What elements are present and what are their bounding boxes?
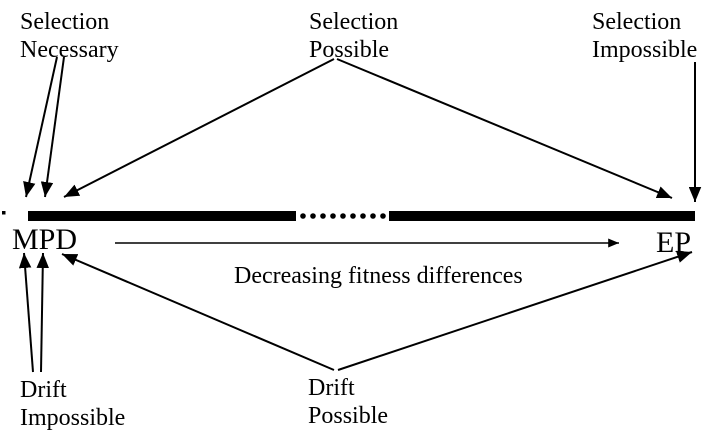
drift-impossible-label-line1: Drift	[20, 377, 67, 403]
arrow-drift-impossible-to-mpd-2	[36, 252, 49, 373]
arrow-possible-to-bar-right	[336, 58, 673, 199]
drift-possible-label-line1: Drift	[308, 375, 355, 401]
selection-necessary-label-line2: Necessary	[20, 37, 119, 63]
arrow-possible-to-bar-left	[63, 58, 335, 198]
arrow-drift-impossible-to-mpd-1	[18, 252, 34, 373]
continuum-bar-left-segment	[28, 211, 296, 221]
arrow-drift-possible-to-mpd	[61, 253, 335, 371]
direction-caption: Decreasing fitness differences	[234, 263, 523, 289]
selection-impossible-label-line2: Impossible	[592, 37, 697, 63]
selection-impossible-label-line1: Selection	[592, 9, 681, 35]
selection-possible-label-line1: Selection	[309, 9, 398, 35]
selection-necessary-label-line1: Selection	[20, 9, 109, 35]
mpd-endpoint-label: MPD	[12, 223, 77, 256]
continuum-bar-dotted-segment	[300, 213, 386, 219]
arrow-necessary-to-bar-2	[40, 56, 65, 198]
drift-impossible-label-line2: Impossible	[20, 405, 125, 430]
arrow-drift-possible-to-ep	[337, 250, 693, 371]
arrow-necessary-to-bar-1	[23, 56, 58, 198]
leading-period-dot	[2, 211, 6, 215]
drift-possible-label-line2: Possible	[308, 403, 388, 429]
selection-possible-label-line2: Possible	[309, 37, 389, 63]
continuum-bar-right-segment	[389, 211, 695, 221]
